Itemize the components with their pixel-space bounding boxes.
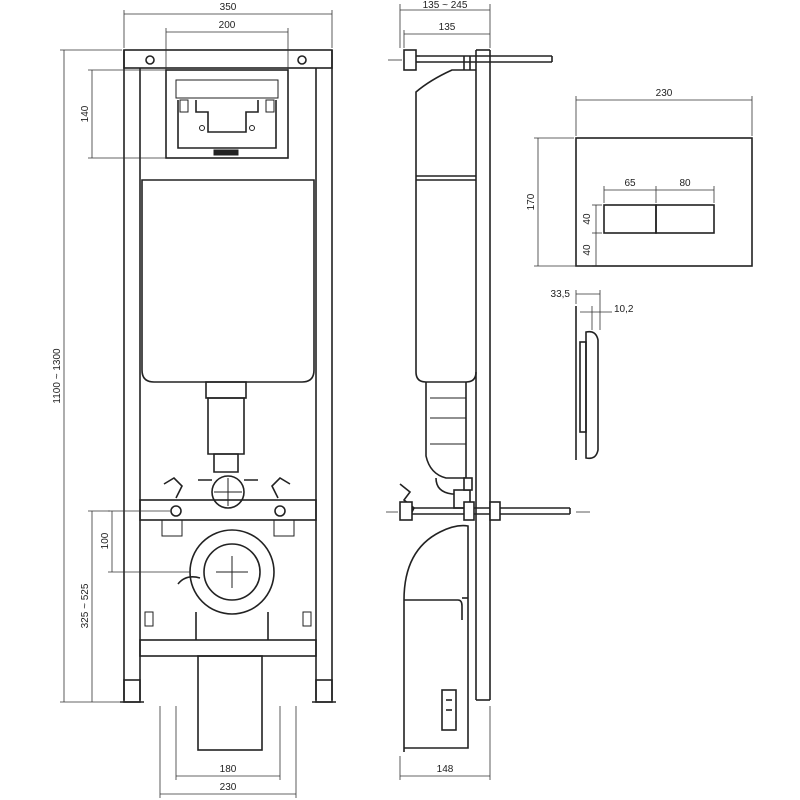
top-anchor-nut xyxy=(403,49,417,71)
outlet-clip xyxy=(177,576,201,585)
stud-hook-left xyxy=(163,476,183,499)
flush-plate xyxy=(575,137,753,267)
adjuster-left xyxy=(144,611,154,627)
side-elbow xyxy=(435,477,468,495)
cistern-tank xyxy=(141,179,315,383)
dim-side-thickness: 33,5 xyxy=(551,289,571,300)
dim-width-bottom-inner: 180 xyxy=(220,764,237,775)
stud-hook-right xyxy=(271,476,291,499)
dim-button-height: 40 xyxy=(582,213,593,225)
bracket-screw-left xyxy=(199,125,205,131)
flush-button-right xyxy=(655,204,715,234)
bracket-screw-right xyxy=(249,125,255,131)
flush-plate-dimensions: 230 170 65 80 40 40 xyxy=(526,88,753,267)
outlet-pipe xyxy=(203,543,261,601)
stud-right xyxy=(274,505,286,517)
outlet-support xyxy=(195,612,269,640)
foot-right xyxy=(315,679,333,703)
dim-height-pan: 100 xyxy=(100,532,111,549)
stud-left xyxy=(170,505,182,517)
dim-height-outlet: 325 ~ 525 xyxy=(80,583,91,628)
dim-button-right: 80 xyxy=(679,178,691,189)
dim-height-bracket: 140 xyxy=(80,105,91,122)
down-pipe-neck xyxy=(213,453,239,473)
dim-width-bottom-outer: 230 xyxy=(220,782,237,793)
mount-hole-right xyxy=(297,55,307,65)
dim-bottom-offset: 40 xyxy=(582,244,593,256)
dim-depth-base: 148 xyxy=(437,764,454,775)
bracket-frame xyxy=(177,100,277,149)
side-view xyxy=(386,49,590,752)
stud-foot-right xyxy=(273,519,295,537)
down-pipe-collar xyxy=(205,381,247,399)
bracket-clip-right xyxy=(265,99,275,113)
middle-anchor-nut-left xyxy=(399,501,413,521)
flush-plate-side-dimensions: 33,5 10,2 xyxy=(551,289,634,330)
bracket-latch xyxy=(213,149,239,156)
dim-plate-height: 170 xyxy=(526,193,537,210)
side-down-pipe xyxy=(425,382,467,479)
flush-plate-view xyxy=(575,137,753,267)
dim-depth-range: 135 ~ 245 xyxy=(423,0,468,11)
side-dimensions: 135 ~ 245 135 148 xyxy=(399,0,491,780)
dim-height-total: 1100 ~ 1300 xyxy=(52,348,63,404)
bracket-top-slot xyxy=(175,79,279,99)
bracket-inner xyxy=(195,100,259,133)
middle-anchor-nut-mid xyxy=(463,501,475,521)
bracket-clip-left xyxy=(179,99,189,113)
side-cistern-tank xyxy=(415,69,477,383)
flush-opening-bracket xyxy=(165,69,289,159)
dim-depth-min: 135 xyxy=(439,22,456,33)
front-top-bar xyxy=(123,49,333,69)
front-dimensions: 350 200 140 1100 ~ 1300 100 325 ~ 525 18… xyxy=(52,2,333,798)
base-crossbar xyxy=(139,639,317,657)
stud-foot-left xyxy=(161,519,183,537)
down-pipe xyxy=(207,397,245,455)
flush-plate-side-view xyxy=(575,306,599,460)
dim-side-depth: 10,2 xyxy=(614,304,634,315)
drain-pipe xyxy=(197,655,263,751)
dim-button-left: 65 xyxy=(624,178,636,189)
front-view xyxy=(120,49,336,751)
side-bowl-inner xyxy=(404,599,463,620)
side-bracket-top xyxy=(463,477,473,491)
side-bowl-body xyxy=(403,524,469,752)
middle-anchor-nut-right xyxy=(489,501,501,521)
plate-side-profile xyxy=(585,330,599,460)
foot-left xyxy=(123,679,141,703)
dim-width-frame: 350 xyxy=(220,2,237,13)
plate-side-button xyxy=(579,341,587,433)
inlet-fitting xyxy=(211,475,245,509)
mount-hole-left xyxy=(145,55,155,65)
flush-button-left xyxy=(603,204,657,234)
dim-width-bracket: 200 xyxy=(219,20,236,31)
adjuster-right xyxy=(302,611,312,627)
mount-crossbar xyxy=(139,499,317,521)
dim-plate-width: 230 xyxy=(656,88,673,99)
